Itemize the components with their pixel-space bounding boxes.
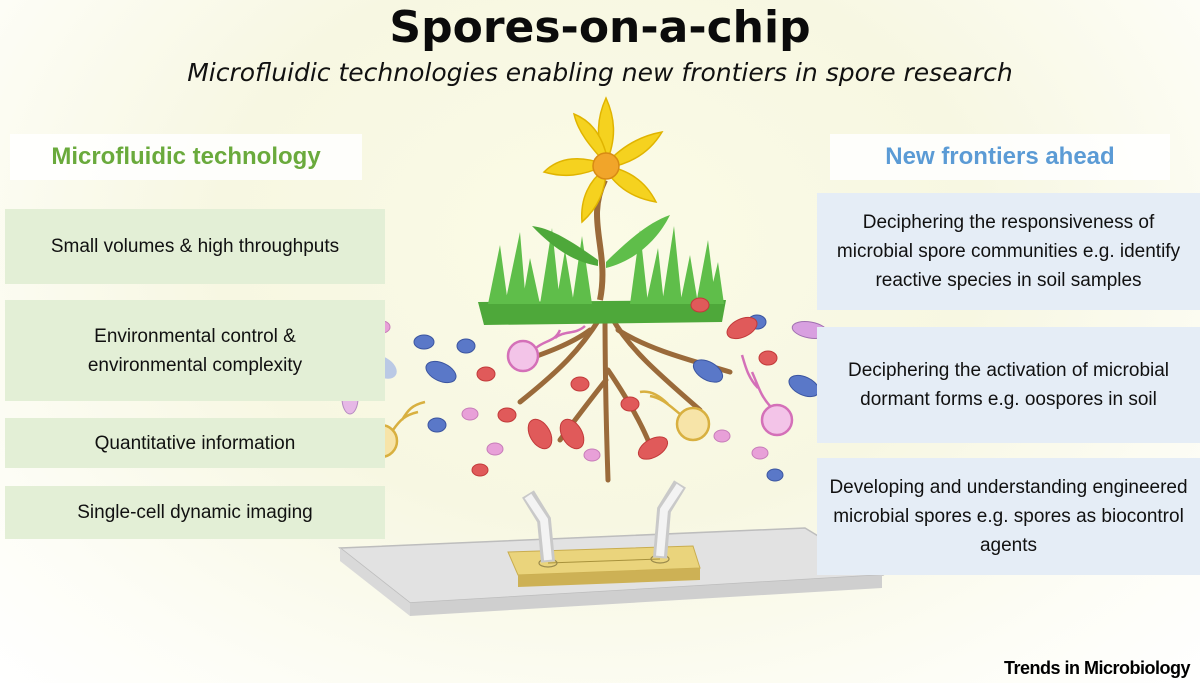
left-item-environmental-control: Environmental control & environmental co… bbox=[5, 300, 385, 401]
left-item-single-cell-imaging: Single-cell dynamic imaging bbox=[5, 486, 385, 539]
left-column-heading: Microfluidic technology bbox=[10, 134, 362, 180]
right-item-activation: Deciphering the activation of microbial … bbox=[817, 327, 1200, 443]
left-item-small-volumes: Small volumes & high throughputs bbox=[5, 209, 385, 284]
roots-icon bbox=[517, 307, 733, 483]
right-item-engineered-spores: Developing and understanding engineered … bbox=[817, 458, 1200, 575]
grass-icon bbox=[478, 226, 726, 325]
page-subtitle: Microfluidic technologies enabling new f… bbox=[187, 58, 1013, 87]
microfluidic-chip bbox=[507, 545, 701, 587]
journal-logo: Trends in Microbiology bbox=[1003, 658, 1191, 678]
flower-icon bbox=[542, 96, 664, 224]
right-column-heading: New frontiers ahead bbox=[830, 134, 1170, 180]
right-item-responsiveness: Deciphering the responsiveness of microb… bbox=[817, 193, 1200, 310]
page-title: Spores-on-a-chip bbox=[389, 2, 811, 53]
left-item-quantitative-info: Quantitative information bbox=[5, 418, 385, 468]
